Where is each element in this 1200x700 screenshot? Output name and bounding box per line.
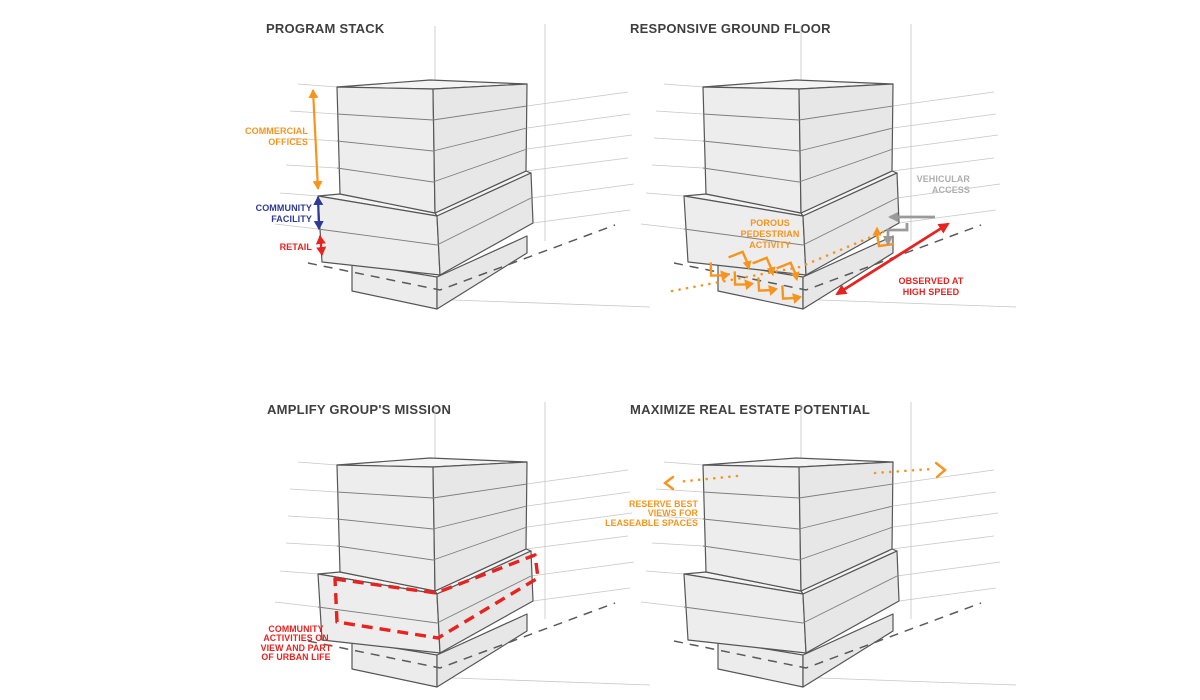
view-arrow-left [663,474,739,491]
community-zone-outline [333,553,540,640]
high-speed-arrow [835,222,950,296]
panel-title: AMPLIFY GROUP'S MISSION [267,402,452,417]
panel-title: PROGRAM STACK [266,21,385,36]
panel-amplify-groups-mission: AMPLIFY GROUP'S MISSION COMMUNITY ACTIVI… [230,388,670,700]
view-arrow-right [873,461,947,479]
panel-title: RESPONSIVE GROUND FLOOR [630,21,831,36]
panel-program-stack: PROGRAM STACK COMMERCIAL OFFICES COMMUNI… [230,10,670,345]
building-sketch [640,401,1017,688]
pedestrian-dotted-path [670,227,892,293]
porous-pedestrian-label: POROUS PEDESTRIAN ACTIVITY [740,218,800,250]
building-sketch [274,23,651,310]
vehicular-access-label: VEHICULAR ACCESS [916,174,970,195]
panel-title: MAXIMIZE REAL ESTATE POTENTIAL [630,402,871,417]
commercial-offices-label: COMMERCIAL OFFICES [245,126,308,147]
panel-responsive-ground-floor: RESPONSIVE GROUND FLOOR VEHICULAR ACCESS… [596,10,1036,345]
community-activities-label: COMMUNITY ACTIVITIES ON VIEW AND PART OF… [260,624,332,663]
retail-extent-arrow [315,235,327,256]
reserve-views-label: RESERVE BEST VIEWS FOR LEASEABLE SPACES [605,499,698,528]
community-facility-label: COMMUNITY FACILITY [255,203,312,224]
observed-high-speed-label: OBSERVED AT HIGH SPEED [898,276,964,297]
commercial-extent-arrow [308,89,323,190]
community-extent-arrow [313,196,324,230]
building-sketch [640,23,1017,310]
panel-maximize-real-estate: MAXIMIZE REAL ESTATE POTENTIAL RESERVE B… [596,388,1036,700]
retail-label: RETAIL [279,242,312,252]
